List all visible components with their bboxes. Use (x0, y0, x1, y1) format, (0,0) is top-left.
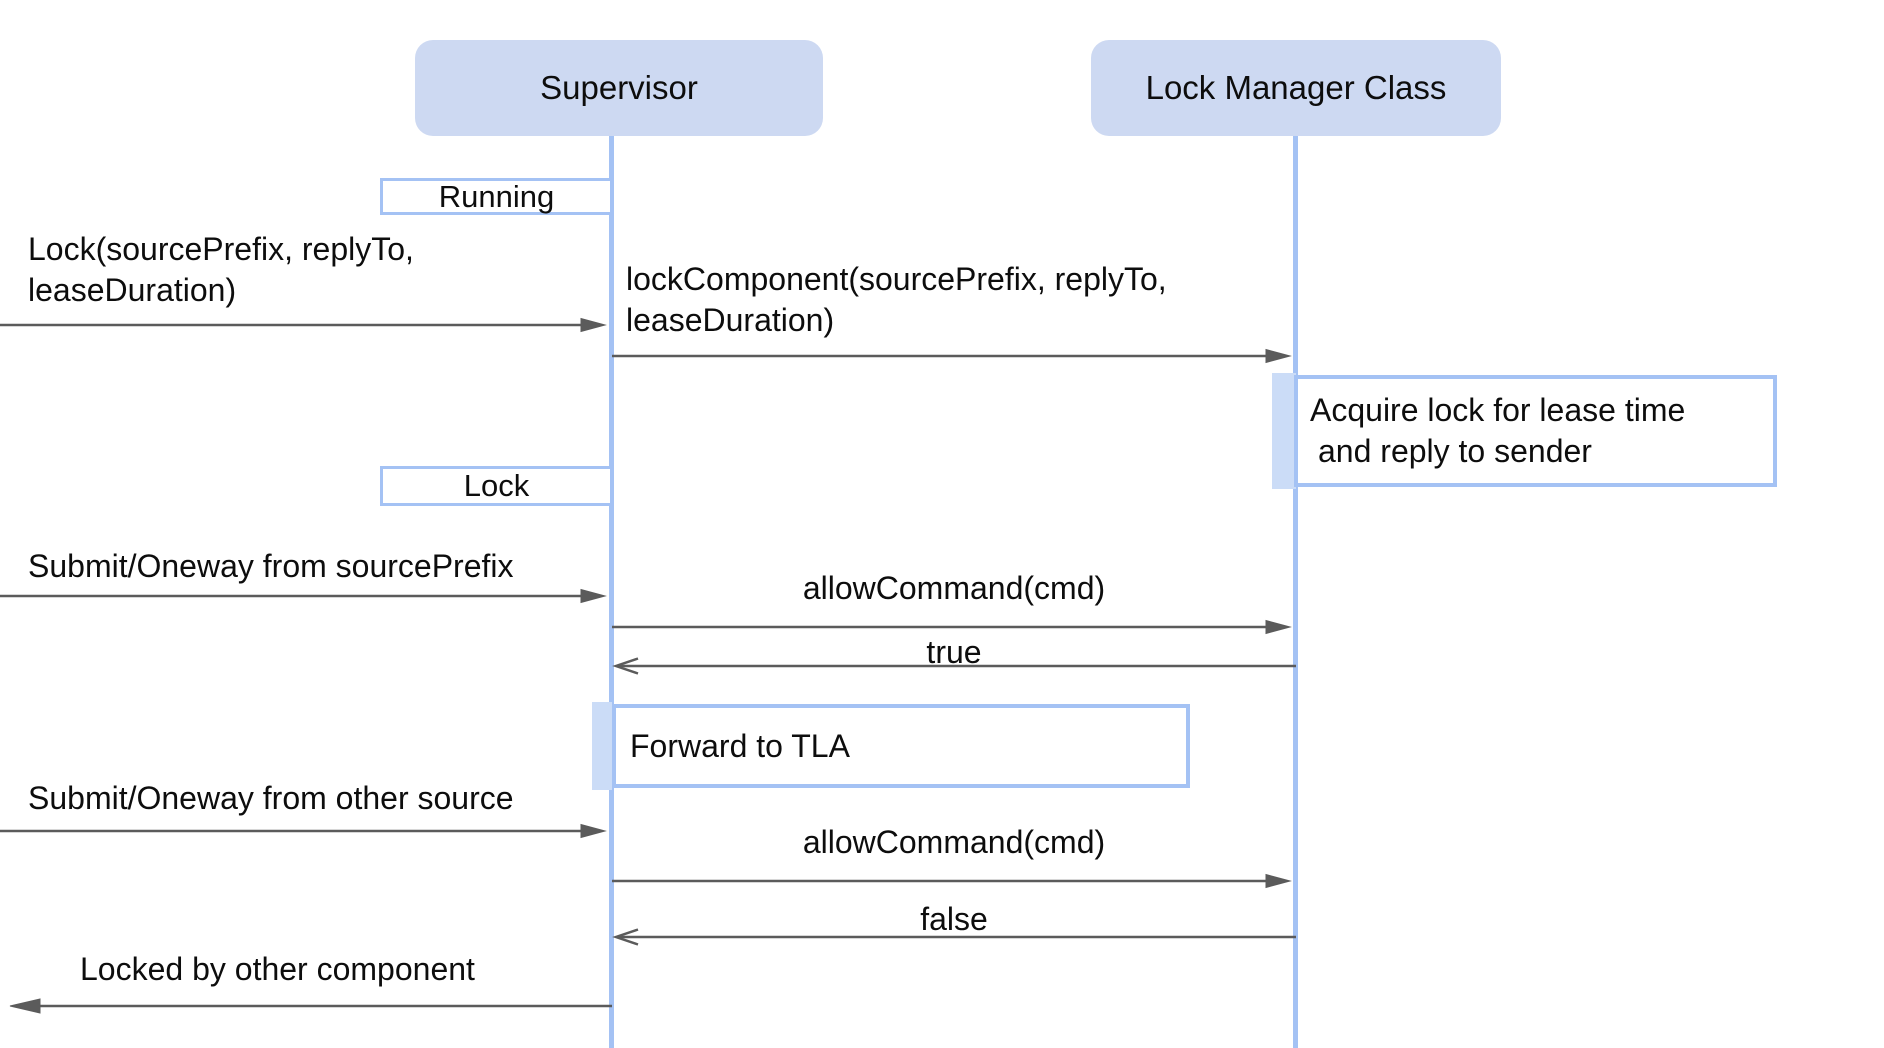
arrow-submit-other-message (0, 823, 607, 839)
arrow-allowcommand-2-message (612, 873, 1292, 889)
message-label-allowcommand-2: allowCommand(cmd) (802, 824, 1106, 860)
note-acquire-line2: and reply to sender (1318, 433, 1592, 469)
arrow-lock-message (0, 317, 607, 333)
message-label-lockcomponent: lockComponent(sourcePrefix, replyTo, lea… (626, 261, 1167, 338)
note-forward-tla: Forward to TLA (612, 704, 1190, 788)
lifeline-supervisor (609, 134, 614, 1048)
lifeline-lock-manager (1293, 134, 1298, 1048)
actor-label-lock-manager: Lock Manager Class (1145, 69, 1447, 106)
arrow-true-return-message (612, 657, 1296, 675)
note-acquire-line1: Acquire lock for lease time (1310, 392, 1686, 428)
message-label-lock: Lock(sourcePrefix, replyTo, leaseDuratio… (28, 231, 414, 308)
state-box-lock: Lock (380, 466, 613, 506)
state-box-running: Running (380, 178, 613, 215)
arrow-locked-by-other-message (9, 998, 612, 1014)
state-label-running: Running (438, 178, 555, 214)
note-acquire-lock: Acquire lock for lease time and reply to… (1294, 375, 1777, 487)
actor-box-supervisor: Supervisor (415, 40, 823, 136)
message-label-submit-sourceprefix: Submit/Oneway from sourcePrefix (28, 548, 514, 584)
arrow-allowcommand-1-message (612, 619, 1292, 635)
activation-supervisor (592, 702, 612, 790)
message-label-true: true (926, 634, 982, 670)
state-label-lock: Lock (463, 468, 530, 503)
activation-lock-manager (1272, 373, 1296, 489)
message-label-locked-by-other: Locked by other component (80, 951, 475, 987)
message-label-false: false (920, 901, 988, 937)
arrow-submit-sourceprefix-message (0, 588, 607, 604)
actor-label-supervisor: Supervisor (540, 69, 698, 106)
message-label-allowcommand-1: allowCommand(cmd) (802, 570, 1106, 606)
arrow-lockcomponent-message (612, 348, 1292, 364)
message-label-submit-other: Submit/Oneway from other source (28, 780, 514, 816)
note-forward-label: Forward to TLA (630, 727, 850, 764)
actor-box-lock-manager: Lock Manager Class (1091, 40, 1501, 136)
arrow-false-return-message (612, 928, 1296, 946)
